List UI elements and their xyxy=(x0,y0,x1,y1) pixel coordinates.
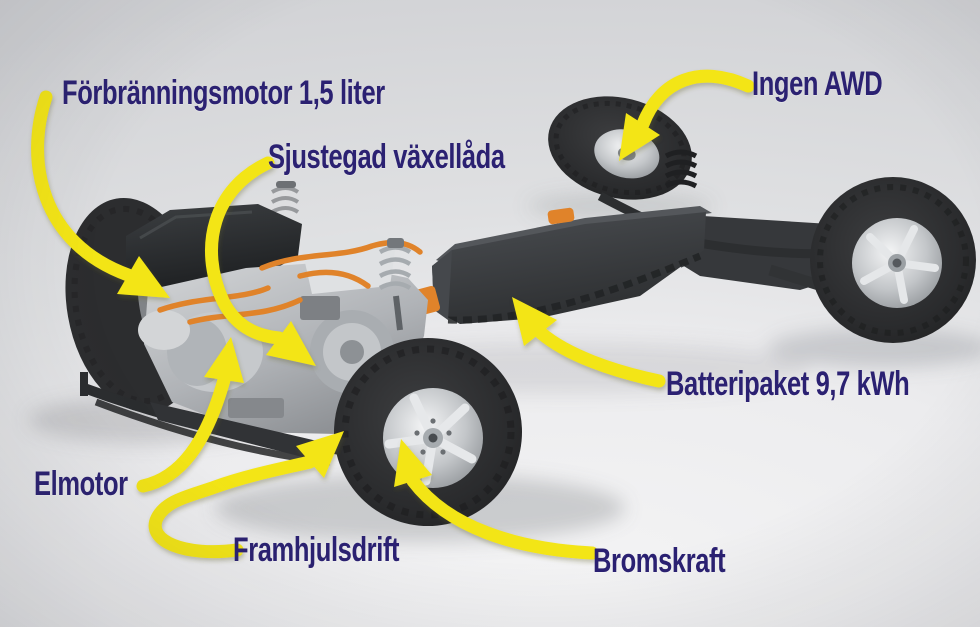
arrow-ingen-awd xyxy=(619,69,755,161)
callout-framhjulsdrift: Framhjulsdrift xyxy=(233,531,400,569)
arrow-framhjulsdrift xyxy=(148,431,344,559)
vehicle-chassis xyxy=(65,96,976,526)
rear-right-wheel xyxy=(810,177,976,343)
callout-ingen-awd: Ingen AWD xyxy=(752,65,883,103)
front-right-wheel xyxy=(334,338,522,526)
arrow-forbranningsmotor xyxy=(31,90,170,298)
front-left-strut xyxy=(271,181,300,214)
hv-connector-orange xyxy=(547,207,575,225)
callout-elmotor: Elmotor xyxy=(34,465,128,503)
arrow-elmotor xyxy=(136,337,244,493)
arrow-batteripaket xyxy=(512,297,666,388)
callout-sjustegad-vaxellada: Sjustegad växellåda xyxy=(268,138,505,176)
battery-pack xyxy=(409,206,712,324)
arrow-sjustegad-vaxellada xyxy=(205,156,316,366)
arrow-bromskraft xyxy=(394,439,599,560)
callout-forbranningsmotor: Förbränningsmotor 1,5 liter xyxy=(62,74,385,112)
rear-left-wheel xyxy=(548,96,692,200)
rear-coil-spring xyxy=(664,149,698,189)
callout-bromskraft: Bromskraft xyxy=(593,542,726,580)
callout-arrows xyxy=(31,69,755,560)
front-right-strut xyxy=(378,238,412,331)
callout-batteripaket: Batteripaket 9,7 kWh xyxy=(666,365,910,403)
